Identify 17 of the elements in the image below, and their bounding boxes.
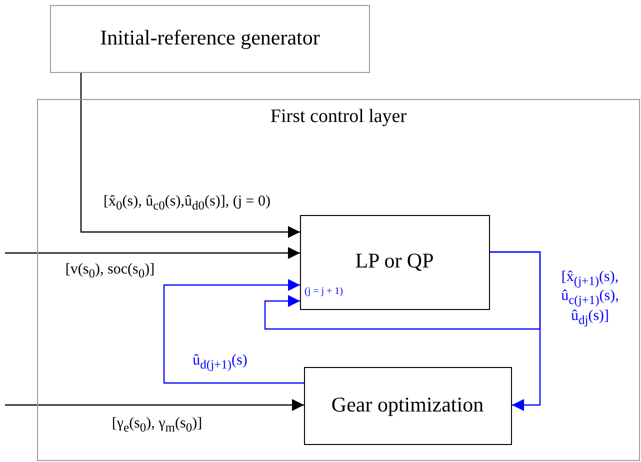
edge-label: û$_{d(j+1)}$(s)	[192, 352, 248, 372]
layer-heading: First control layer	[270, 106, 407, 128]
arrow	[5, 247, 300, 259]
process-box	[300, 214, 490, 310]
arrow	[264, 251, 541, 330]
node-label: Initial-reference generator	[100, 25, 320, 50]
iteration-note: (j = j + 1)	[304, 286, 343, 296]
arrow	[163, 279, 304, 384]
node-label: Gear optimization	[331, 392, 484, 417]
edge-label: [v(s$_{0}$), soc(s$_{0}$)]	[65, 261, 155, 281]
process-box	[50, 5, 370, 73]
process-box	[304, 366, 512, 444]
edge-label: [γ$_{e}$(s$_{0}$), γ$_{m}$(s$_{0}$)]	[112, 415, 202, 435]
node-label: LP or QP	[355, 248, 434, 274]
layer-panel	[37, 99, 640, 461]
arrow	[5, 399, 304, 411]
arrow	[80, 73, 300, 238]
